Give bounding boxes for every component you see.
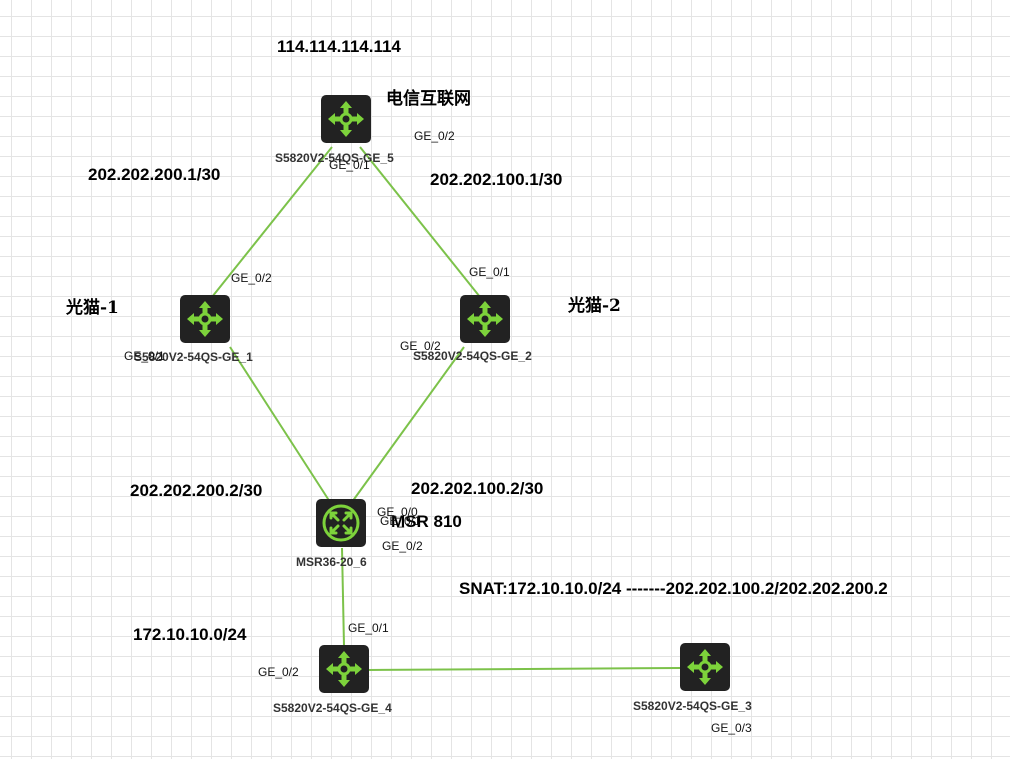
- router-icon[interactable]: [316, 499, 366, 547]
- net-left-bottom: 202.202.200.2/30: [130, 481, 263, 500]
- net-right-top: 202.202.100.1/30: [430, 170, 563, 189]
- port-label: GE_0/2: [414, 129, 455, 143]
- link-sw4-sw3: [368, 667, 682, 671]
- port-label: GE_0/1: [329, 158, 370, 172]
- link-sw5-sw1: [211, 146, 333, 298]
- switch-icon[interactable]: [180, 295, 230, 343]
- device-name-router: MSR36-20_6: [296, 555, 367, 569]
- device-name-sw2: S5820V2-54QS-GE_2: [413, 349, 532, 363]
- net-right-bottom: 202.202.100.2/30: [411, 479, 544, 498]
- dns-ip-label: 114.114.114.114: [277, 37, 401, 56]
- switch-icon[interactable]: [319, 645, 369, 693]
- port-label: GE_0/1: [124, 349, 165, 363]
- telecom-internet-label: 电信互联网: [386, 89, 471, 109]
- device-name-sw1: S5820V2-54QS-GE_1: [134, 350, 253, 364]
- port-label: GE_0/2: [382, 539, 423, 553]
- link-router-sw4: [341, 547, 345, 647]
- modem-1-label: 光猫-1: [66, 298, 119, 318]
- port-label: GE_0/1: [348, 621, 389, 635]
- switch-icon[interactable]: [321, 95, 371, 143]
- port-label: GE_0/2: [400, 339, 441, 353]
- lan-label: 172.10.10.0/24: [133, 625, 247, 644]
- port-label: GE_0/2: [258, 665, 299, 679]
- switch-icon[interactable]: [460, 295, 510, 343]
- snat-label: SNAT:172.10.10.0/24 -------202.202.100.2…: [459, 579, 888, 598]
- link-sw2-router: [351, 346, 465, 503]
- link-sw5-sw2: [359, 146, 481, 298]
- device-name-sw4: S5820V2-54QS-GE_4: [273, 701, 392, 715]
- router-model-label: MSR 810: [391, 512, 462, 531]
- switch-icon[interactable]: [680, 643, 730, 691]
- device-name-sw3: S5820V2-54QS-GE_3: [633, 699, 752, 713]
- net-left-top: 202.202.200.1/30: [88, 165, 221, 184]
- link-sw1-router: [229, 346, 331, 503]
- port-label: GE_0/0: [377, 505, 418, 519]
- device-name-sw5: S5820V2-54QS-GE_5: [275, 151, 394, 165]
- port-label: GE_0/2: [231, 271, 272, 285]
- port-label: GE_0/3: [711, 721, 752, 735]
- modem-2-label: 光猫-2: [568, 296, 621, 316]
- port-label: GE_0/1: [380, 514, 421, 528]
- port-label: GE_0/1: [469, 265, 510, 279]
